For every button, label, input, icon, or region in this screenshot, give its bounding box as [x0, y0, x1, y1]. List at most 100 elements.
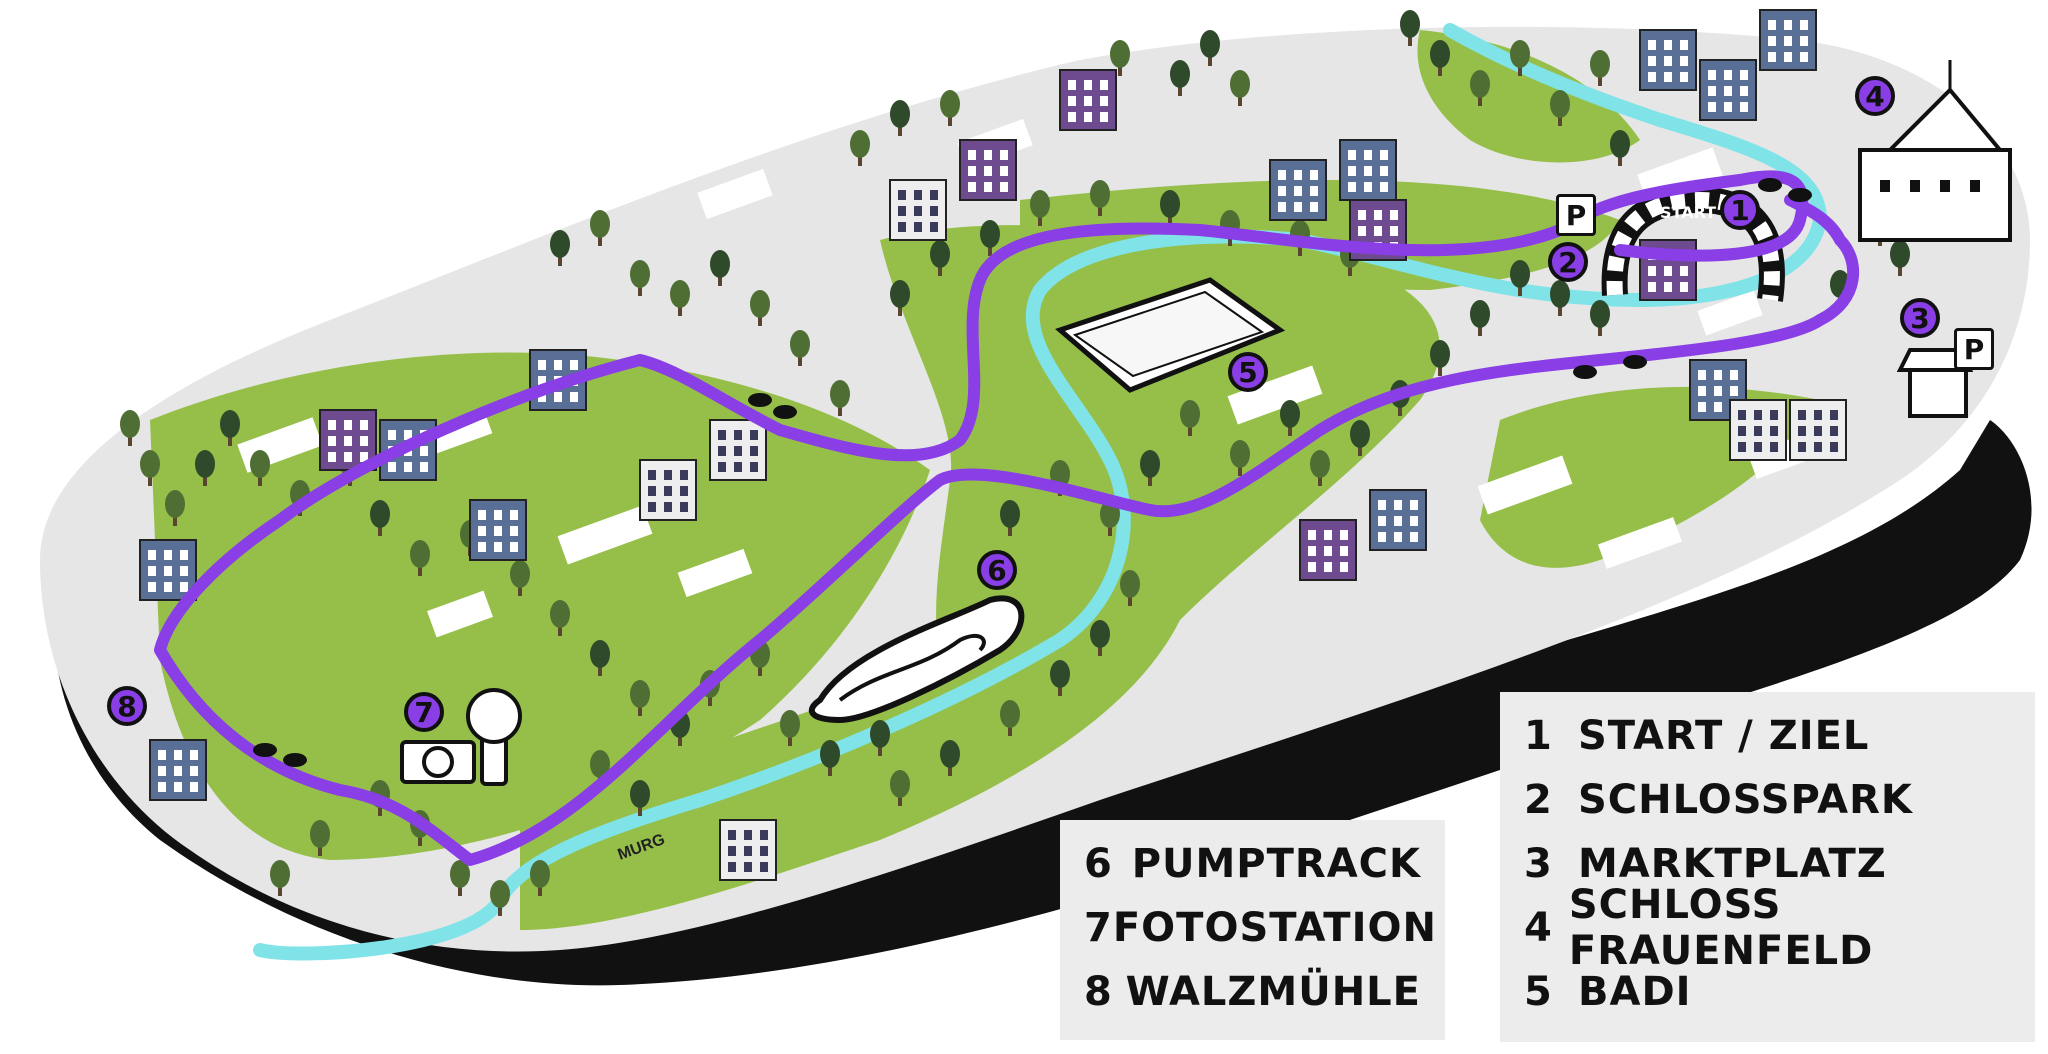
tree-icon — [1090, 180, 1110, 216]
tree-icon — [1110, 40, 1130, 76]
stop-marker-6[interactable]: 6 — [977, 550, 1017, 590]
tree-icon — [750, 290, 770, 326]
tree-icon — [1000, 700, 1020, 736]
tree-icon — [1590, 300, 1610, 336]
tree-icon — [165, 490, 185, 526]
tree-icon — [890, 280, 910, 316]
tree-icon — [590, 210, 610, 246]
tree-icon — [140, 450, 160, 486]
tree-icon — [890, 100, 910, 136]
legend-item[interactable]: 7 FOTOSTATION — [1084, 896, 1436, 960]
tree-icon — [1470, 300, 1490, 336]
tree-icon — [1590, 50, 1610, 86]
legend-item[interactable]: 5 BADI — [1524, 960, 2011, 1024]
tree-icon — [1230, 440, 1250, 476]
tree-icon — [790, 330, 810, 366]
trees — [120, 10, 1910, 916]
tree-icon — [1470, 70, 1490, 106]
pool-icon — [1055, 277, 1286, 393]
building-icon — [1699, 59, 1757, 121]
legend-item[interactable]: 3 MARKTPLATZ — [1524, 832, 2011, 896]
tree-icon — [670, 280, 690, 316]
building-icon — [1729, 399, 1787, 461]
building-icon — [1059, 69, 1117, 131]
tree-icon — [1890, 240, 1910, 276]
parking-sign-2: P — [1954, 328, 1994, 370]
legend-label: SCHLOSS FRAUENFELD — [1568, 882, 1874, 974]
building-icon — [1299, 519, 1357, 581]
stop-marker-8[interactable]: 8 — [107, 686, 147, 726]
tree-icon — [1510, 260, 1530, 296]
pumptrack-icon — [808, 595, 1025, 724]
building-icon — [1339, 139, 1397, 201]
start-arch-label: START — [1660, 203, 1716, 222]
tree-icon — [1430, 340, 1450, 376]
tree-icon — [195, 450, 215, 486]
stop-marker-3[interactable]: 3 — [1900, 298, 1940, 338]
tree-icon — [250, 450, 270, 486]
tree-icon — [410, 540, 430, 576]
legend-item[interactable]: 1 START / ZIEL — [1524, 704, 2011, 768]
building-icon — [1369, 489, 1427, 551]
tree-icon — [1310, 450, 1330, 486]
tree-icon — [1400, 10, 1420, 46]
tree-icon — [870, 720, 890, 756]
tree-icon — [1160, 190, 1180, 226]
legend-item[interactable]: 6 PUMPTRACK — [1084, 832, 1421, 896]
tree-icon — [1180, 400, 1200, 436]
legend-item[interactable]: 4 SCHLOSS FRAUENFELD — [1524, 882, 2011, 974]
stop-marker-4[interactable]: 4 — [1855, 76, 1895, 116]
tree-icon — [220, 410, 240, 446]
legend-label: MARKTPLATZ — [1578, 841, 1887, 887]
parking-sign-1: P — [1556, 194, 1596, 236]
camera-icon — [400, 688, 522, 786]
tree-icon — [1610, 130, 1630, 166]
tree-icon — [940, 740, 960, 776]
park-south — [520, 620, 1180, 930]
stop-marker-5[interactable]: 5 — [1228, 352, 1268, 392]
stop-marker-1[interactable]: 1 — [1720, 190, 1760, 230]
stop-marker-2[interactable]: 2 — [1548, 242, 1588, 282]
tree-icon — [1550, 280, 1570, 316]
tree-icon — [120, 410, 140, 446]
market-stall-icon — [1896, 348, 1974, 418]
legend-item[interactable]: 8 WALZMÜHLE — [1084, 960, 1421, 1024]
tree-icon — [1170, 60, 1190, 96]
tree-icon — [930, 240, 950, 276]
park-ne — [1417, 30, 1640, 163]
tree-icon — [710, 250, 730, 286]
tree-icon — [1120, 570, 1140, 606]
tree-icon — [940, 90, 960, 126]
tree-icon — [1050, 660, 1070, 696]
legend-label: START / ZIEL — [1578, 713, 1870, 759]
tree-icon — [630, 680, 650, 716]
stop-marker-7[interactable]: 7 — [404, 692, 444, 732]
tree-icon — [890, 770, 910, 806]
building-icon — [1789, 399, 1847, 461]
footprint-icons — [253, 178, 1812, 767]
tree-icon — [1430, 40, 1450, 76]
tree-icon — [310, 820, 330, 856]
legend-label: WALZMÜHLE — [1125, 969, 1421, 1015]
tree-icon — [510, 560, 530, 596]
building-icon — [1639, 29, 1697, 91]
route-path — [154, 170, 1859, 866]
legend-number: 7 — [1084, 905, 1113, 951]
castle-icon — [1858, 60, 2012, 242]
tree-icon — [1350, 420, 1370, 456]
legend-number: 1 — [1524, 713, 1553, 759]
tree-icon — [550, 600, 570, 636]
legend-label: BADI — [1578, 969, 1692, 1015]
tree-icon — [980, 220, 1000, 256]
building-icon — [709, 419, 767, 481]
tree-icon — [850, 130, 870, 166]
tree-icon — [490, 880, 510, 916]
legend-item[interactable]: 2 SCHLOSSPARK — [1524, 768, 2011, 832]
building-icon — [889, 179, 947, 241]
legend-number: 4 — [1524, 905, 1553, 951]
tree-icon — [590, 640, 610, 676]
tree-icon — [1140, 450, 1160, 486]
tree-icon — [830, 380, 850, 416]
legend-label: FOTOSTATION — [1112, 905, 1437, 951]
